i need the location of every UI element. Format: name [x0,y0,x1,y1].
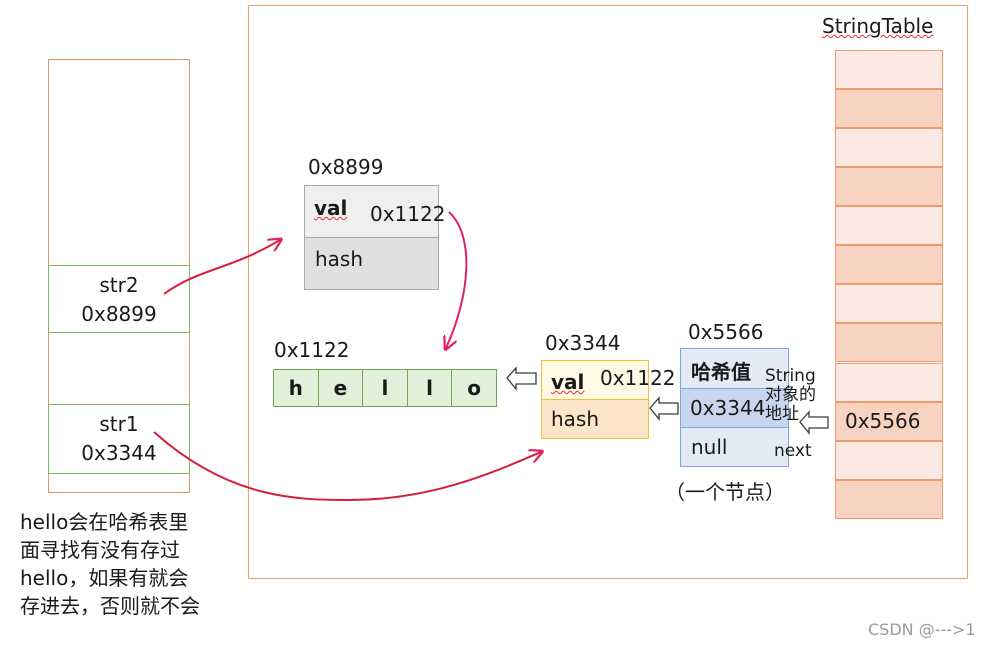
node-ref-note: String 对象的 地址 [765,366,816,424]
object-hash-field: hash [541,399,649,439]
object-hash-field: hash [304,237,439,290]
table-row [835,167,943,206]
pointer-arrow-str1 [153,431,541,502]
heap-area [248,5,968,579]
field-value: 0x1122 [370,202,446,226]
table-row [835,50,943,89]
object-address: 0x3344 [545,331,621,355]
stack-slot-str1: str1 0x3344 [48,404,190,474]
string-table-entry: 0x5566 [835,402,943,441]
table-row [835,128,943,167]
field-label: val [314,196,348,220]
pointer-arrow-str2 [163,240,280,295]
node-ref-field: 0x3344 [680,388,789,428]
array-cell: o [467,376,482,400]
stack-var-value: 0x3344 [81,441,157,465]
field-label: hash [551,407,600,431]
field-value: null [691,435,728,459]
next-label: next [774,441,812,461]
array-address: 0x1122 [274,338,350,362]
stack-var-name: str1 [99,412,139,436]
table-row [835,363,943,402]
hollow-arrow-to-array [506,366,537,391]
table-row [835,441,943,480]
stack-slot-str2: str2 0x8899 [48,265,190,333]
table-row [835,245,943,284]
object-val-field: val 0x1122 [304,185,445,238]
string-table: 0x5566 [835,50,943,519]
stack-var-value: 0x8899 [81,302,157,326]
field-label: 哈希值 [691,360,751,384]
node-caption: （一个节点） [665,480,785,504]
table-row [835,323,943,362]
string-table-title: StringTable [822,14,934,38]
hollow-arrow-to-node [799,410,829,435]
object-val-field: val 0x1122 [541,360,675,400]
field-label: val [551,370,585,394]
field-value: 0x3344 [690,396,766,420]
field-label: hash [315,247,364,271]
explanation-note: hello会在哈希表里面寻找有没有存过hello，如果有就会存进去，否则就不会 [20,510,200,618]
node-next-field: null [680,427,789,467]
watermark: CSDN @--->1 [868,620,976,639]
object-address: 0x8899 [308,155,384,179]
array-cell: l [408,370,453,406]
array-cell: l [363,370,408,406]
table-row [835,480,943,519]
table-row [835,284,943,323]
array-cell: h [274,370,319,406]
table-row [835,89,943,128]
array-cell: e [319,370,364,406]
table-row [835,206,943,245]
field-value: 0x1122 [600,366,676,390]
stack-var-name: str2 [99,273,139,297]
char-array: h e l l o [273,369,497,407]
node-address: 0x5566 [688,320,764,344]
pointer-arrow-val [446,211,468,348]
hollow-arrow-to-object [649,396,679,421]
